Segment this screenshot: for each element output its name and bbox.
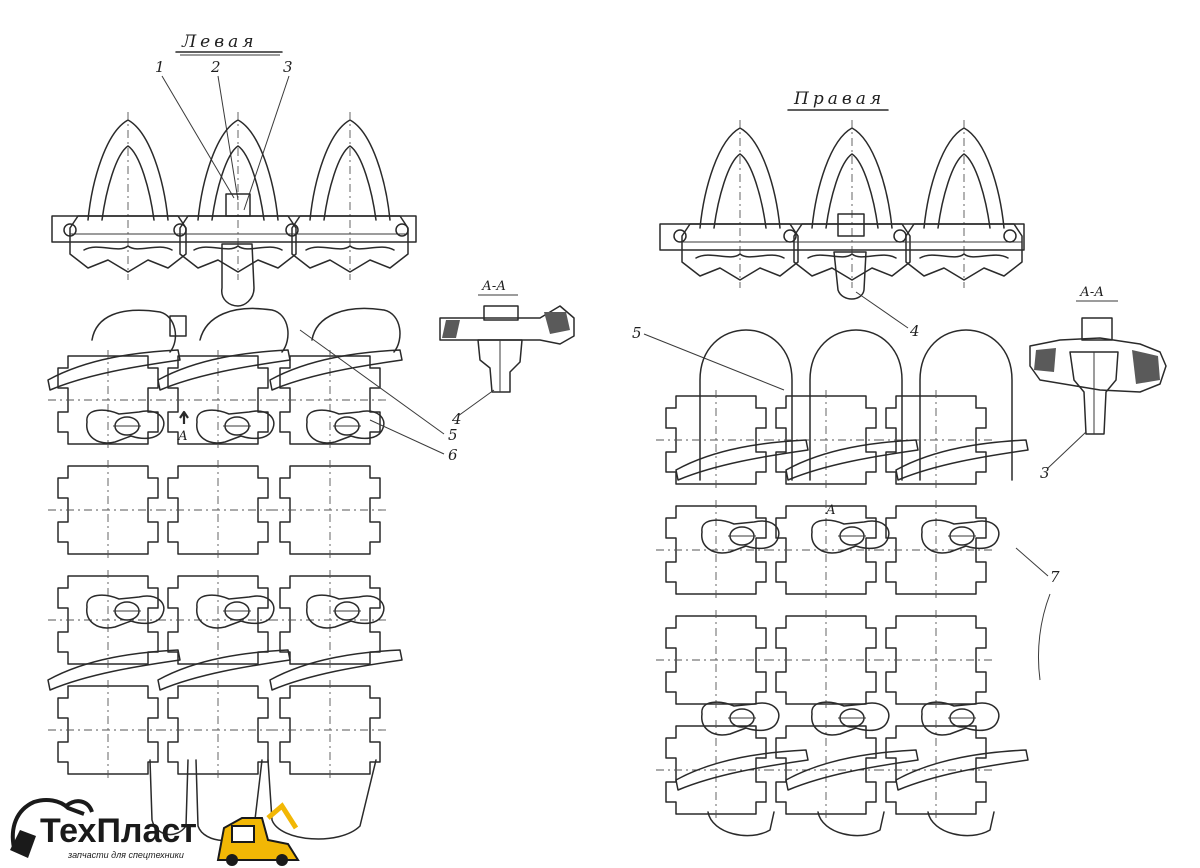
right-top-view: 4: [659, 119, 1025, 340]
left-plan-view: А 5 6: [47, 307, 458, 842]
left-section-label: А-А: [481, 279, 506, 294]
right-view-mark-a: А: [825, 503, 836, 518]
left-top-view: [51, 111, 417, 307]
callout-3: 3: [283, 58, 293, 76]
techplast-logo: ТехПласт запчасти для спецтехники: [10, 798, 300, 866]
callout-4-right: 4: [909, 322, 920, 340]
left-view: Левая 1 2 3: [47, 32, 575, 842]
right-view: Правая 4: [632, 89, 1167, 837]
callout-1: 1: [155, 58, 165, 76]
left-view-title: Левая: [181, 32, 258, 52]
callout-6: 6: [448, 446, 458, 464]
right-section-aa: А-А 3: [1029, 285, 1167, 482]
loader-icon: [216, 802, 300, 866]
right-section-label: А-А: [1079, 285, 1104, 300]
callout-3-right: 3: [1040, 464, 1050, 482]
logo-tagline: запчасти для спецтехники: [67, 850, 184, 860]
right-view-title: Правая: [793, 89, 885, 109]
logo-name: ТехПласт: [40, 812, 197, 850]
right-plan-view: А 5 7: [632, 324, 1060, 837]
callout-7: 7: [1050, 568, 1060, 586]
left-section-aa: А-А 4: [439, 279, 575, 428]
callout-2: 2: [210, 58, 221, 76]
left-view-mark-a: А: [177, 429, 188, 444]
excavator-icon: [10, 798, 94, 858]
callout-4-left: 4: [451, 410, 462, 428]
callout-5-right: 5: [632, 324, 642, 342]
callout-5-left: 5: [448, 426, 458, 444]
